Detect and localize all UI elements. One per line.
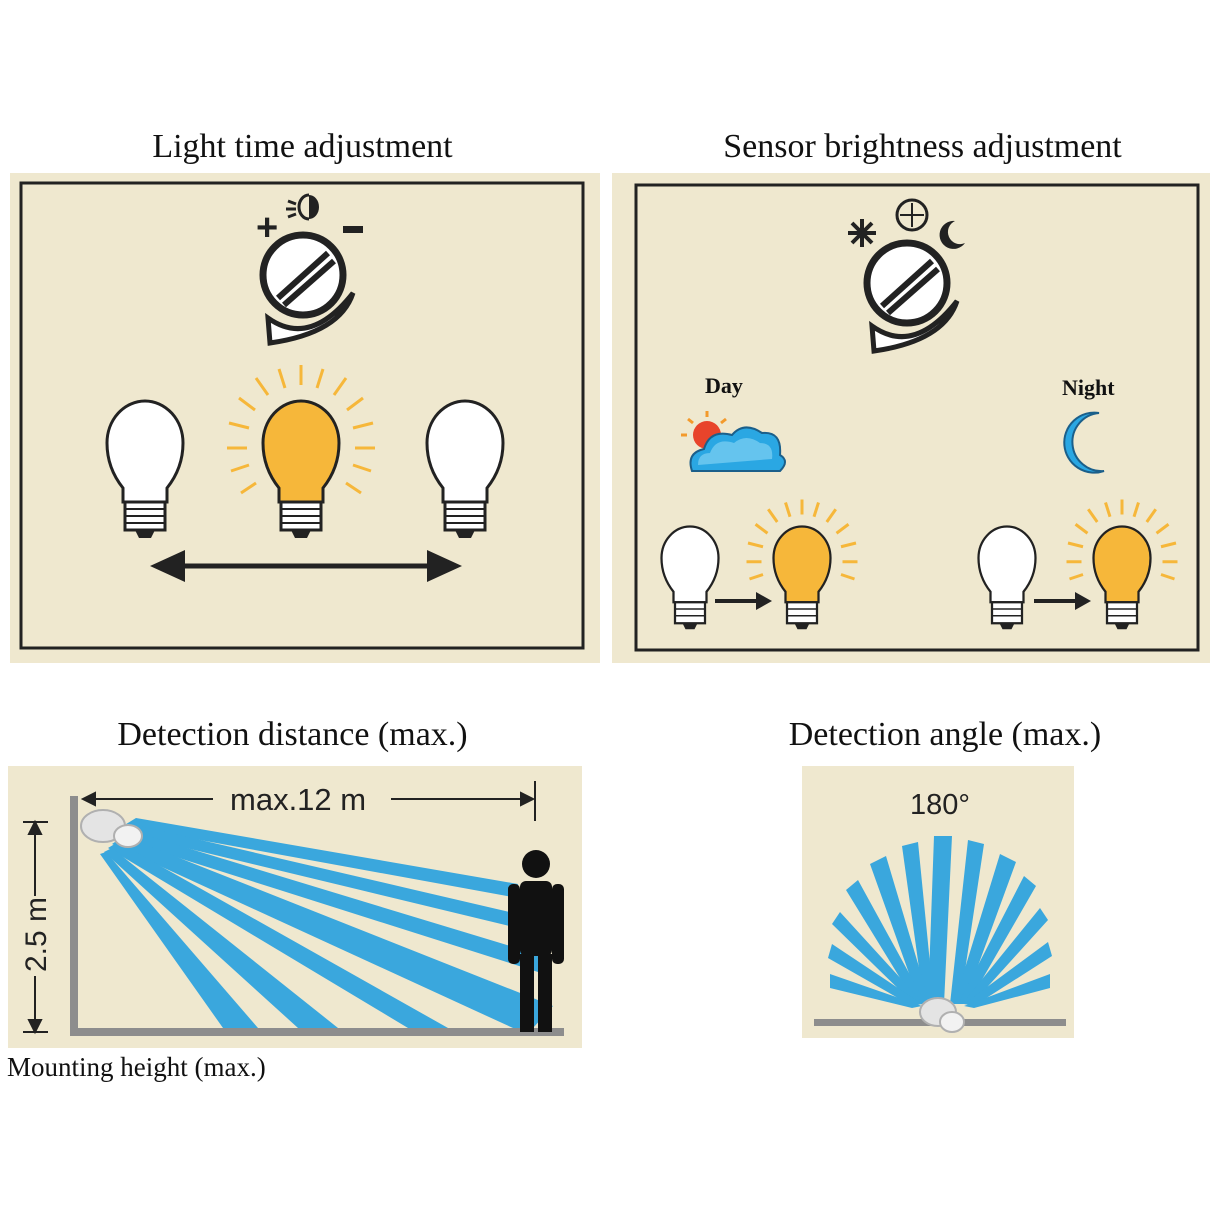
day-label: Day	[705, 373, 743, 398]
plus-sign: +	[256, 207, 278, 249]
mounting-height-label: Mounting height (max.)	[7, 1052, 266, 1082]
detection-angle-illustration: 180°	[814, 789, 1066, 1033]
moon-blue-icon	[1063, 411, 1105, 474]
sensor-brightness-illustration: Day Night	[634, 183, 1200, 652]
detection-distance-title: Detection distance (max.)	[117, 716, 468, 753]
night-bulb-on-icon	[1066, 499, 1178, 630]
night-arrow-icon	[1034, 592, 1091, 610]
motion-sensor-icon	[80, 809, 143, 848]
detection-beams	[100, 818, 553, 1028]
angle-beams	[828, 836, 1052, 1008]
double-arrow-icon	[150, 550, 462, 582]
detection-distance-panel: max.12 m 2.5 m	[8, 766, 582, 1048]
distance-label: max.12 m	[230, 782, 366, 817]
bulb-off-right-icon	[425, 399, 505, 538]
light-time-illustration: +	[19, 181, 585, 650]
day-bulb-on-icon	[746, 499, 858, 630]
sensor-brightness-title: Sensor brightness adjustment	[723, 128, 1122, 165]
bulb-on-center-icon	[227, 365, 375, 538]
moon-small-icon	[939, 220, 965, 249]
detection-angle-title: Detection angle (max.)	[788, 716, 1102, 753]
minus-sign-icon	[343, 226, 363, 233]
person-icon	[508, 850, 564, 1032]
height-dimension-line	[23, 819, 48, 1035]
distance-dimension-line	[80, 781, 536, 821]
sun-small-icon	[848, 219, 876, 247]
day-bulb-off-icon	[660, 525, 720, 630]
height-label: 2.5 m	[20, 897, 53, 972]
light-time-panel: +	[10, 173, 600, 663]
brightness-knob-icon	[863, 198, 960, 354]
day-arrow-icon	[715, 592, 772, 610]
sun-cloud-icon	[681, 411, 786, 472]
light-time-title: Light time adjustment	[152, 128, 453, 165]
night-bulb-off-icon	[977, 525, 1037, 630]
sensor-brightness-panel: Day Night	[612, 173, 1210, 663]
bulb-off-left-icon	[105, 399, 185, 538]
night-label: Night	[1062, 375, 1115, 400]
detection-angle-panel: 180°	[802, 766, 1074, 1038]
time-knob-icon	[259, 193, 356, 346]
detection-distance-illustration: max.12 m 2.5 m	[20, 781, 564, 1036]
angle-sensor-icon	[919, 997, 965, 1033]
angle-label: 180°	[910, 789, 970, 821]
